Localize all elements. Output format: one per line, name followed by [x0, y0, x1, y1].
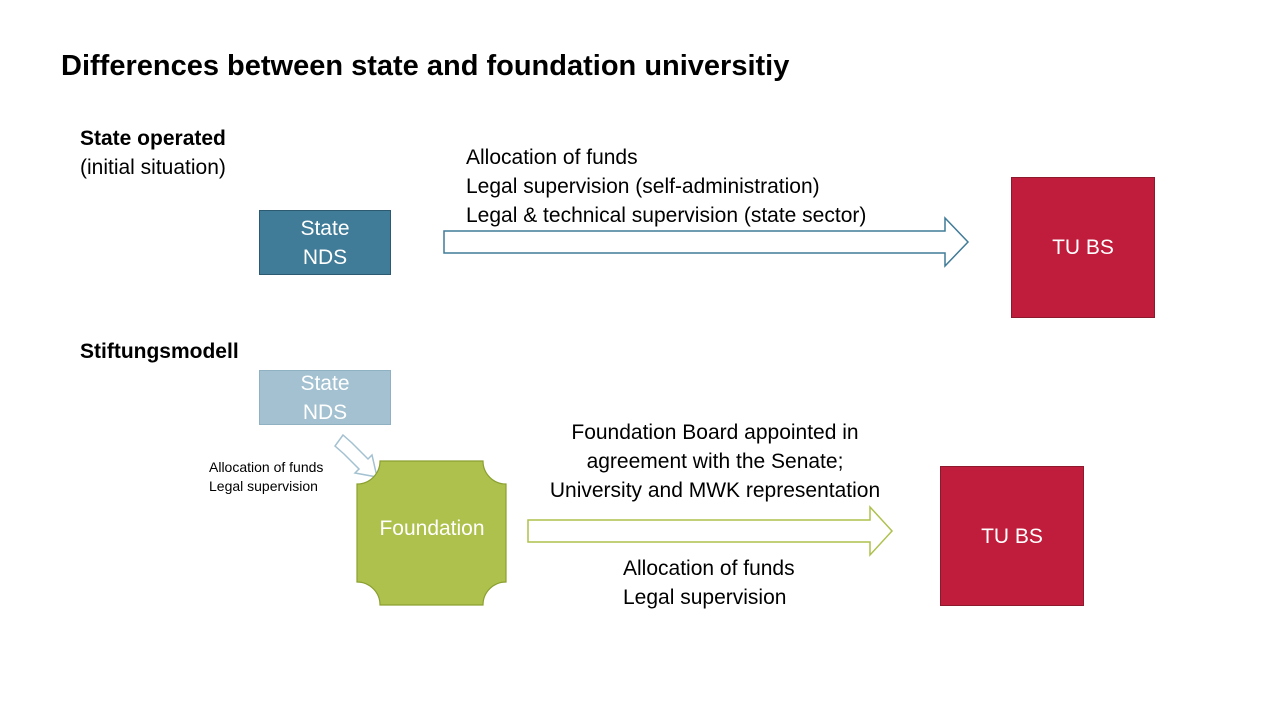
diagonal-arrow: [333, 433, 378, 478]
tubs-box-foundation: TU BS: [940, 466, 1084, 606]
small-label-legal: Legal supervision: [209, 478, 318, 494]
small-arrow-labels: Allocation of funds Legal supervision: [209, 458, 323, 496]
state2-box-line-1: State: [300, 371, 350, 395]
stiftungsmodell-heading: Stiftungsmodell: [80, 340, 239, 363]
foundation-label: Foundation: [379, 517, 485, 540]
state2-box-line-2: NDS: [302, 400, 348, 424]
block-arrow-foundation: [527, 505, 894, 557]
board-line-3: University and MWK representation: [549, 479, 881, 502]
foundation-label-funds: Allocation of funds: [623, 557, 795, 580]
state-nds-box-light: State NDS: [259, 370, 391, 425]
board-line-1: Foundation Board appointed in: [571, 421, 859, 444]
state-box-line-1: State: [300, 216, 350, 240]
foundation-arrow-labels: Allocation of funds Legal supervision: [623, 554, 795, 612]
state-operated-subheading: (initial situation): [80, 156, 226, 179]
state-operated-heading: State operated: [80, 127, 226, 150]
block-arrow-state: [443, 216, 970, 268]
state-nds-box: State NDS: [259, 210, 391, 275]
board-line-2: agreement with the Senate;: [586, 450, 844, 473]
small-label-funds: Allocation of funds: [209, 459, 324, 475]
state-arrow-labels: Allocation of funds Legal supervision (s…: [466, 143, 866, 230]
arrow-label-technical: Legal & technical supervision (state sec…: [466, 204, 867, 227]
board-text: Foundation Board appointed in agreement …: [515, 418, 915, 505]
state-box-line-2: NDS: [302, 245, 348, 269]
arrow-label-funds: Allocation of funds: [466, 146, 638, 169]
foundation-label-legal: Legal supervision: [623, 586, 787, 609]
foundation-shape: [356, 460, 507, 606]
page-title: Differences between state and foundation…: [61, 50, 790, 82]
tubs-box-state: TU BS: [1011, 177, 1155, 318]
arrow-label-legal: Legal supervision (self-administration): [466, 175, 820, 198]
